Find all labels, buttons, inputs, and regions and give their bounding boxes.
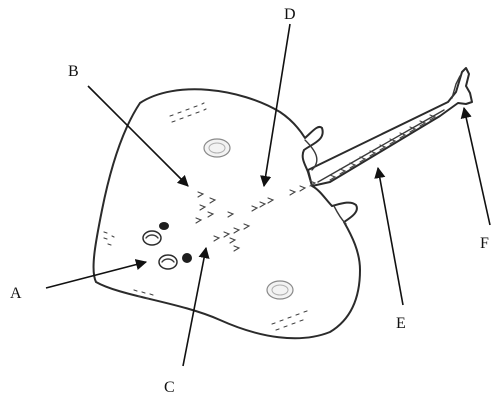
- label-a: A: [10, 285, 22, 302]
- arrow-f: [464, 108, 490, 225]
- arrow-e: [378, 168, 403, 305]
- label-e: E: [396, 315, 406, 332]
- tail-midline: [318, 110, 444, 182]
- label-d: D: [284, 6, 296, 23]
- label-b: B: [68, 63, 79, 80]
- tail: [308, 68, 472, 186]
- label-f: F: [480, 235, 489, 252]
- lower-spiracle: [267, 281, 293, 299]
- eye-right: [182, 253, 192, 263]
- label-c: C: [164, 379, 175, 396]
- upper-spiracle: [204, 139, 230, 157]
- body-disc: [94, 89, 360, 338]
- eye-left: [159, 222, 169, 230]
